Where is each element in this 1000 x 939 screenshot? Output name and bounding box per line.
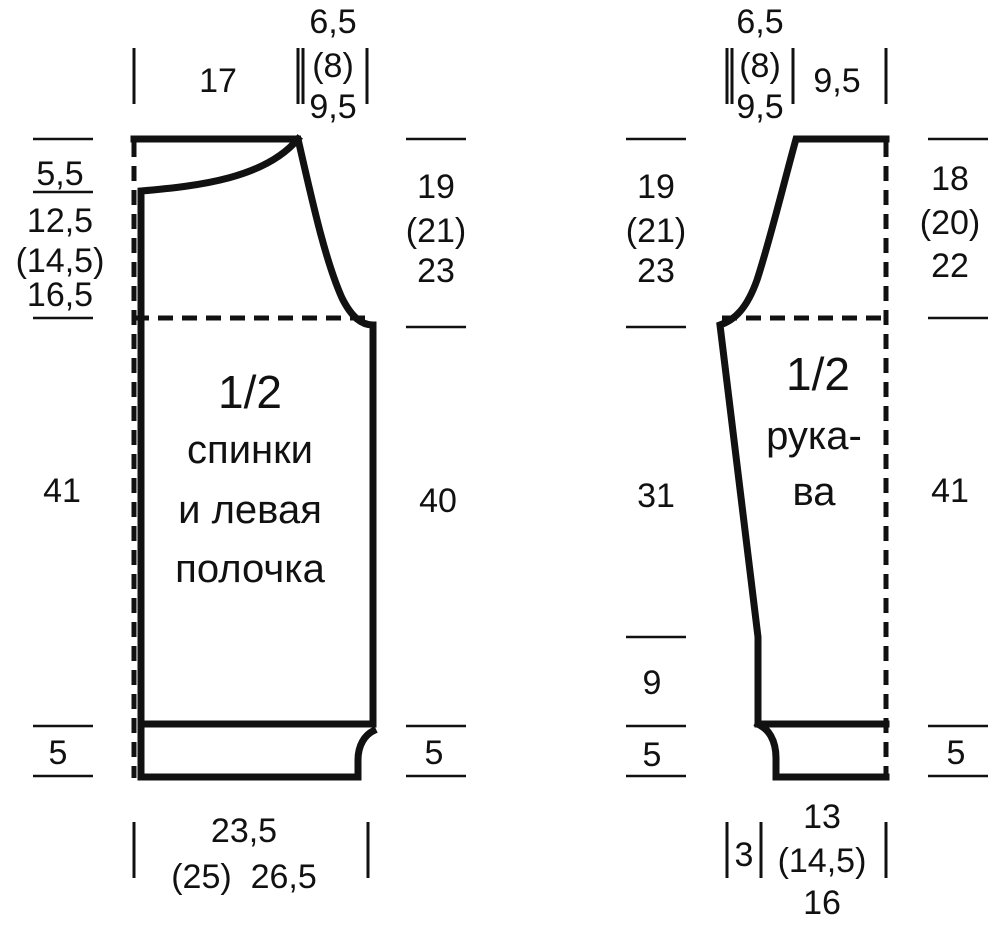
sleeve-cap-top-line-3: 9,5 [736,88,783,126]
sleeve-half-top-label: 9,5 [813,62,860,100]
sleeve-left-cap-line-1: 19 [637,168,675,206]
back-left-armhole-line-2: (14,5) [16,242,105,280]
back-bottom-width-line-1: 23,5 [211,812,277,850]
back-shoulder-line-3: 9,5 [309,88,356,126]
sleeve-right-cap-line-3: 22 [931,247,969,285]
back-title-line-4: полочка [175,547,325,591]
back-right-armhole-line-1: 19 [417,168,455,206]
back-left-armhole-line-3: 16,5 [27,276,93,314]
sleeve-piece: 6,5 (8) 9,5 9,5 19 (21) 23 31 9 5 18 (20… [626,3,988,922]
back-shoulder-line-1: 6,5 [309,3,356,41]
sleeve-left-cap-line-3: 23 [637,252,675,290]
back-right-rib-label: 5 [425,734,444,772]
back-title-line-2: спинки [187,428,313,472]
back-left-armhole-line-1: 12,5 [27,202,93,240]
sleeve-cap-top-line-2: (8) [739,47,781,85]
back-left-rib-label: 5 [49,734,68,772]
back-neck-width-label: 17 [199,62,237,100]
back-title-line-3: и левая [178,488,322,532]
sleeve-bottom-offset-label: 3 [735,836,754,874]
sleeve-right-length-label: 41 [931,472,969,510]
sleeve-left-rib-label: 5 [643,736,662,774]
sleeve-right-rib-label: 5 [947,734,966,772]
sleeve-outline [716,135,890,781]
sleeve-right-cap-line-1: 18 [931,160,969,198]
back-neck-depth-label: 5,5 [36,155,83,193]
sleeve-left-cap-line-2: (21) [626,212,686,250]
sleeve-upper-length-label: 31 [637,477,675,515]
back-shoulder-line-2: (8) [312,47,354,85]
sleeve-title-line-3: ва [792,470,836,514]
sleeve-bottom-width-line-2: (14,5) [778,842,867,880]
sleeve-title-line-2: рука- [766,414,862,458]
back-title-line-1: 1/2 [218,366,282,418]
back-right-armhole-line-2: (21) [406,212,466,250]
sleeve-bottom-width-line-3: 16 [803,884,841,922]
back-right-armhole-line-3: 23 [417,252,455,290]
sleeve-title-line-1: 1/2 [786,348,850,400]
back-front-outline [130,134,378,781]
back-right-body-length-label: 40 [419,482,457,520]
back-left-body-length-label: 41 [43,472,81,510]
sleeve-lower-length-label: 9 [643,664,662,702]
sleeve-cap-top-line-1: 6,5 [736,3,783,41]
back-front-piece: 17 6,5 (8) 9,5 5,5 12,5 (14,5) 16,5 41 5… [16,3,467,896]
sleeve-bottom-width-line-1: 13 [803,798,841,836]
sleeve-right-cap-line-2: (20) [920,204,980,242]
back-bottom-width-line-2: (25) 26,5 [171,858,317,896]
